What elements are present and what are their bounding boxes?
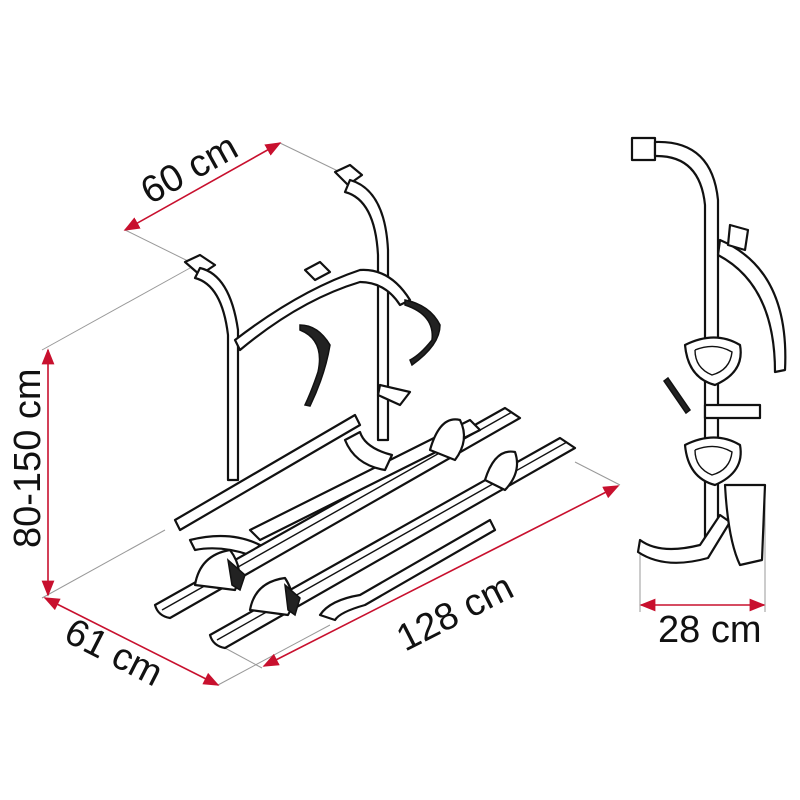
label-side-depth: 28 cm (658, 609, 761, 651)
label-depth: 61 cm (58, 611, 169, 695)
label-width: 60 cm (134, 126, 245, 213)
dim-line-length (262, 485, 620, 667)
bike-rack-side-view (630, 136, 787, 567)
extension-lines (41, 142, 766, 686)
bike-rack-perspective-view (153, 163, 577, 650)
label-height: 80-150 cm (7, 368, 49, 548)
dim-line-depth (43, 597, 220, 686)
dimension-lines (41, 142, 766, 686)
dim-line-width (123, 142, 282, 231)
